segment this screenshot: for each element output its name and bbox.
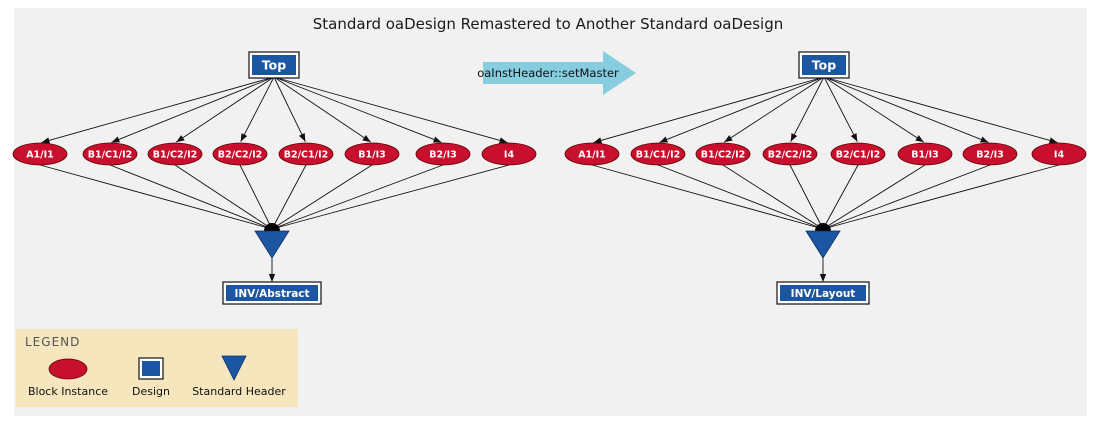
set-master-arrow: oaInstHeader::setMaster (477, 51, 636, 95)
block-instance-label: A1/I1 (578, 150, 606, 161)
block-instance-label: B1/C1/I2 (636, 150, 681, 161)
block-instance: A1/I1 (12, 142, 68, 166)
top-design: Top (248, 51, 300, 79)
block-instance-label: B2/C1/I2 (284, 150, 329, 161)
block-instance: B2/C1/I2 (278, 142, 334, 166)
block-instance: B1/C2/I2 (695, 142, 751, 166)
block-instance: B2/C2/I2 (762, 142, 818, 166)
standard-header (805, 223, 841, 259)
diagram-title: Standard oaDesign Remastered to Another … (313, 15, 784, 33)
block-instance: B1/C1/I2 (630, 142, 686, 166)
block-instance-label: B2/I3 (976, 150, 1003, 161)
block-instance-label: B1/C1/I2 (88, 150, 133, 161)
block-instance-label: B1/C2/I2 (153, 150, 198, 161)
block-instance: A1/I1 (564, 142, 620, 166)
top-design: Top (798, 51, 850, 79)
legend: LEGEND Block Instance Design Standard He… (16, 329, 298, 407)
block-instance-label: B2/C2/I2 (218, 150, 263, 161)
block-instance-label: I4 (1054, 150, 1065, 161)
master-design: INV/Abstract (222, 281, 322, 305)
block-instance-label: B2/I3 (429, 150, 456, 161)
block-instance: B1/C1/I2 (82, 142, 138, 166)
legend-label-block-instance: Block Instance (28, 385, 108, 398)
tree-edges (591, 76, 1060, 282)
block-instance-label: A1/I1 (26, 150, 54, 161)
block-instance: B2/C1/I2 (830, 142, 886, 166)
standard-header (254, 223, 290, 259)
block-instance-label: B1/I3 (911, 150, 938, 161)
block-instance-label: B1/I3 (358, 150, 385, 161)
master-design: INV/Layout (776, 281, 870, 305)
block-instance: B1/I3 (344, 142, 400, 166)
ellipse-icon (48, 358, 88, 380)
block-instance-label: B2/C2/I2 (768, 150, 813, 161)
legend-label-standard-header: Standard Header (192, 385, 286, 398)
block-instance: B2/I3 (415, 142, 471, 166)
block-instance: I4 (1031, 142, 1087, 166)
set-master-arrow-label: oaInstHeader::setMaster (477, 66, 619, 80)
master-design-label: INV/Layout (791, 288, 856, 300)
block-instance: B2/C2/I2 (212, 142, 268, 166)
block-instance: B2/I3 (962, 142, 1018, 166)
master-design-label: INV/Abstract (234, 288, 309, 300)
top-design-label: Top (262, 58, 286, 73)
block-instance: B1/C2/I2 (147, 142, 203, 166)
block-instance-label: B2/C1/I2 (836, 150, 881, 161)
legend-label-design: Design (132, 385, 170, 398)
block-instance: I4 (481, 142, 537, 166)
top-design-label: Top (812, 58, 836, 73)
tree-edges (39, 76, 510, 282)
block-instance-label: I4 (504, 150, 515, 161)
block-instance-label: B1/C2/I2 (701, 150, 746, 161)
block-instance: B1/I3 (897, 142, 953, 166)
triangle-icon (221, 355, 247, 381)
legend-title: LEGEND (25, 335, 80, 349)
